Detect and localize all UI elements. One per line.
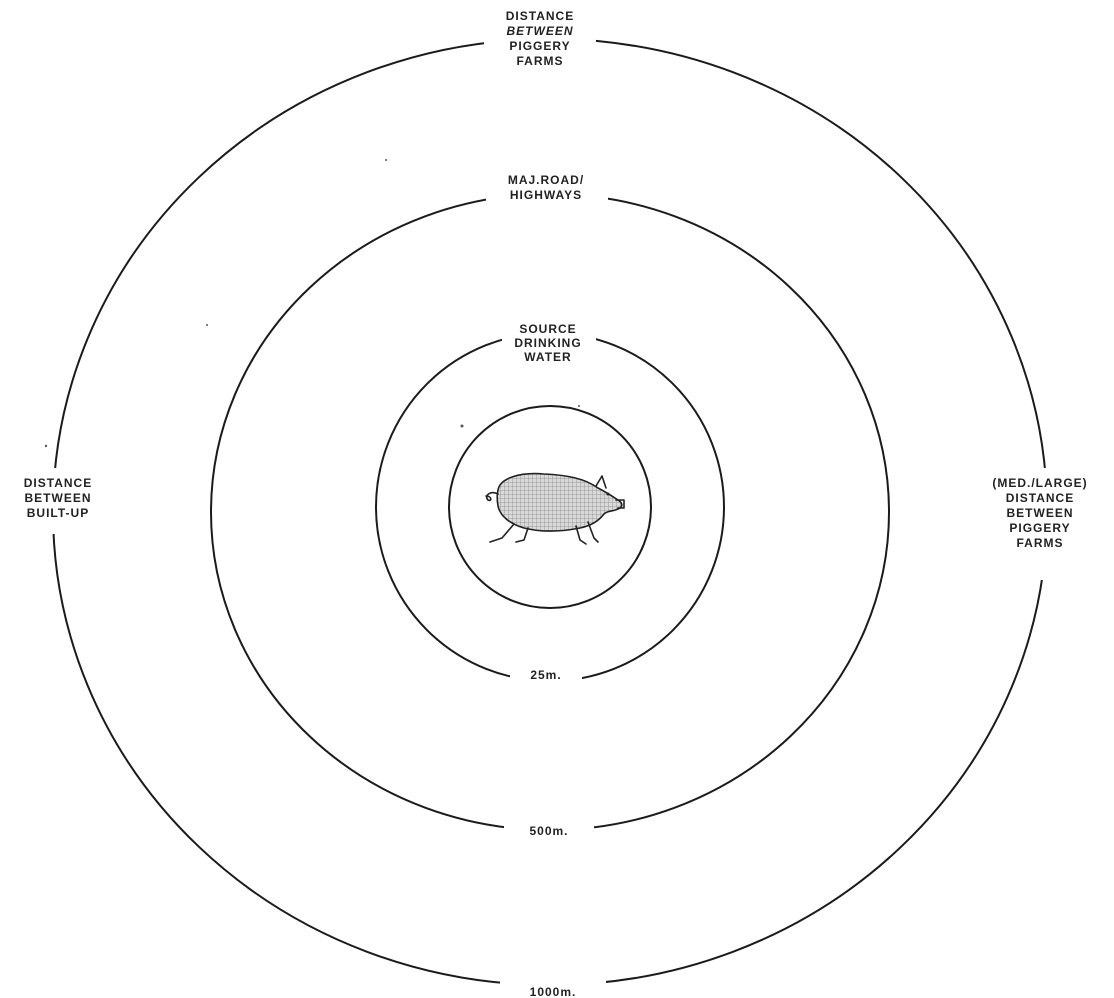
label-line: BETWEEN: [1007, 506, 1074, 520]
label-line: SOURCE: [519, 322, 576, 336]
label-line: MAJ.ROAD/: [508, 173, 584, 187]
outer-ring-left-label: DISTANCE BETWEEN BUILT-UP: [24, 476, 92, 520]
label-line: HIGHWAYS: [510, 188, 582, 202]
label-line: (MED./LARGE): [992, 476, 1087, 490]
pig-icon: [486, 474, 624, 544]
label-line: DISTANCE: [506, 9, 574, 23]
label-line: FARMS: [517, 54, 564, 68]
label-line: DISTANCE: [1006, 491, 1074, 505]
middle-ring-top-label: MAJ.ROAD/ HIGHWAYS: [508, 173, 584, 202]
label-line: PIGGERY: [1009, 521, 1070, 535]
label-line: DRINKING: [514, 336, 581, 350]
label-line: BUILT-UP: [27, 506, 89, 520]
distance-label-25m: 25m.: [530, 668, 561, 682]
label-line: BETWEEN: [25, 491, 92, 505]
label-line: FARMS: [1017, 536, 1064, 550]
distance-label-1000m: 1000m.: [530, 985, 577, 998]
distance-label-500m: 500m.: [529, 824, 568, 838]
label-line: PIGGERY: [509, 39, 570, 53]
inner-ring-top-label: SOURCE DRINKING WATER: [514, 322, 581, 364]
label-line: BETWEEN: [507, 24, 574, 38]
label-line: WATER: [524, 350, 571, 364]
label-line: DISTANCE: [24, 476, 92, 490]
